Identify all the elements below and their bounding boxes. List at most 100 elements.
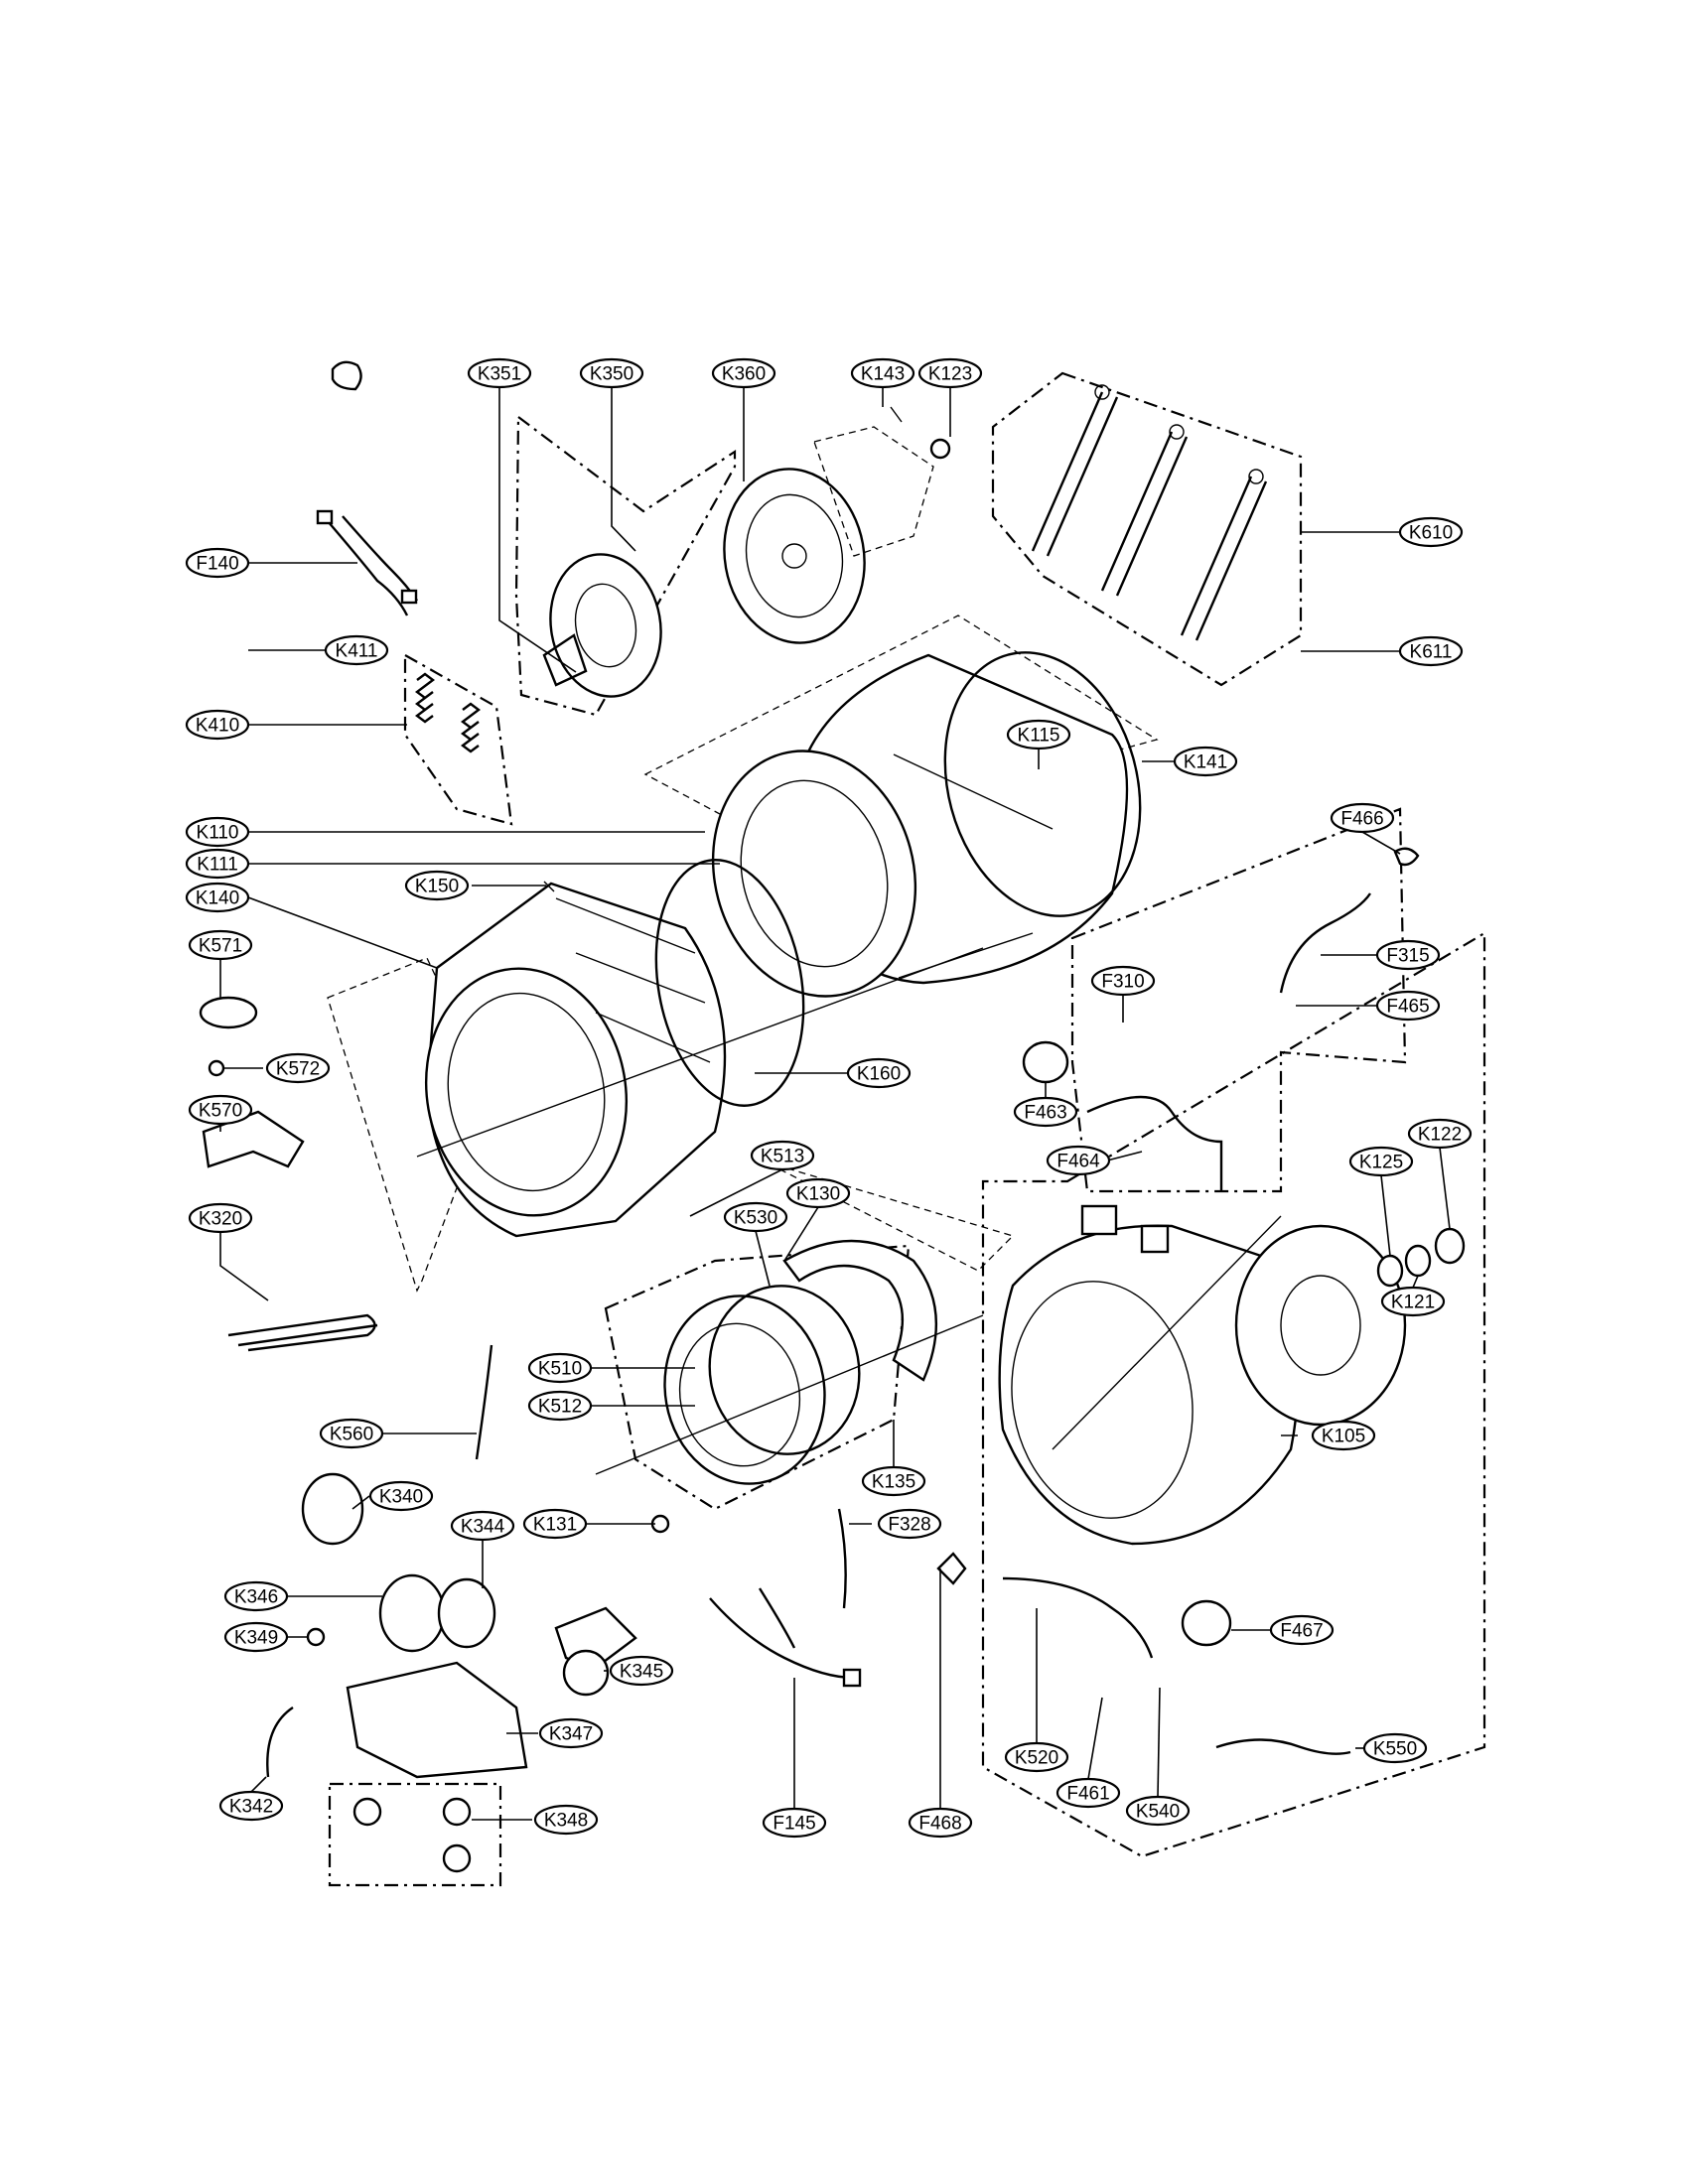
callout-k610: K610 — [1398, 516, 1464, 548]
callout-label: F140 — [196, 554, 238, 575]
callout-k115: K115 — [1006, 719, 1071, 751]
callout-label: K125 — [1359, 1153, 1403, 1173]
callout-k520: K520 — [1004, 1741, 1069, 1773]
callout-label: K130 — [796, 1184, 840, 1205]
callout-label: K121 — [1391, 1293, 1435, 1313]
callout-k351: K351 — [467, 357, 532, 389]
bearings — [1376, 1227, 1466, 1288]
callout-label: K512 — [538, 1397, 582, 1418]
callout-k110: K110 — [185, 816, 250, 848]
callout-k320: K320 — [188, 1202, 253, 1234]
callout-label: K510 — [538, 1359, 582, 1380]
callout-k345: K345 — [609, 1655, 674, 1687]
callout-label: K110 — [197, 823, 239, 844]
callout-label: K560 — [330, 1425, 373, 1445]
part-drawings — [199, 360, 1486, 1887]
tub-front — [424, 882, 727, 1238]
callout-label: K410 — [196, 716, 239, 737]
group-outline-feet — [328, 1782, 502, 1887]
callout-label: K550 — [1373, 1739, 1417, 1760]
bolt-k349 — [306, 1627, 326, 1647]
hose-k520 — [1002, 1576, 1154, 1659]
callout-label: K349 — [234, 1628, 278, 1649]
callout-f145: F145 — [762, 1807, 827, 1839]
callout-label: F463 — [1024, 1103, 1066, 1124]
clip-k572 — [208, 1059, 225, 1077]
callout-k410: K410 — [185, 709, 250, 741]
bolt-k123 — [929, 438, 951, 460]
callout-k513: K513 — [750, 1140, 815, 1171]
callout-label: K572 — [276, 1059, 320, 1080]
leader-lines — [219, 387, 1451, 1821]
callout-label: K610 — [1409, 523, 1453, 544]
callout-label: K611 — [1410, 642, 1453, 663]
group-outline-shock-absorbers — [991, 371, 1303, 687]
callout-k571: K571 — [188, 929, 253, 961]
feet — [352, 1797, 472, 1873]
hose-f310 — [1086, 1095, 1223, 1191]
callout-k160: K160 — [846, 1057, 912, 1089]
callout-label: K141 — [1184, 752, 1227, 773]
callout-f328: F328 — [877, 1508, 942, 1540]
callout-f310: F310 — [1090, 965, 1156, 997]
group-outline-gasket — [604, 1244, 911, 1511]
callout-k560: K560 — [319, 1418, 384, 1449]
callout-k105: K105 — [1311, 1420, 1376, 1451]
callout-k344: K344 — [450, 1510, 515, 1542]
hose-f315 — [1279, 892, 1371, 994]
outer-tub-rear — [998, 1204, 1407, 1546]
callout-label: F145 — [773, 1814, 815, 1835]
elbow-k570 — [202, 1110, 305, 1168]
callout-k510: K510 — [527, 1352, 593, 1384]
callout-k572: K572 — [265, 1052, 331, 1084]
shock-absorbers — [1031, 384, 1268, 641]
callout-k140: K140 — [185, 882, 250, 913]
callout-label: K150 — [415, 877, 459, 897]
clip-k411 — [331, 360, 362, 391]
callout-k530: K530 — [723, 1201, 788, 1233]
callout-label: F461 — [1066, 1784, 1109, 1805]
stator — [549, 553, 662, 698]
callout-f464: F464 — [1046, 1145, 1111, 1176]
callout-k348: K348 — [533, 1804, 599, 1836]
drum-ring — [943, 651, 1142, 917]
callout-k340: K340 — [368, 1480, 434, 1512]
callout-f468: F468 — [908, 1807, 973, 1839]
callout-label: K346 — [234, 1587, 278, 1608]
callout-label: K122 — [1418, 1125, 1462, 1146]
tub-seal-ring — [654, 859, 805, 1107]
callout-label: K345 — [620, 1662, 663, 1683]
callout-label: K571 — [199, 936, 242, 957]
callout-label: K360 — [722, 364, 766, 385]
callout-label: F315 — [1386, 946, 1429, 967]
callout-f461: F461 — [1055, 1777, 1121, 1809]
callout-label: K570 — [199, 1101, 242, 1122]
axis-line-main — [416, 947, 1282, 1475]
clamp-f463 — [1022, 1040, 1069, 1084]
callout-k125: K125 — [1348, 1146, 1414, 1177]
callout-label: K131 — [533, 1515, 577, 1536]
wire-harness-f145 — [709, 1587, 855, 1680]
callout-k150: K150 — [404, 870, 470, 901]
group-outline-rotor — [514, 414, 737, 717]
callout-k135: K135 — [861, 1465, 926, 1497]
callout-k123: K123 — [917, 357, 983, 389]
callout-label: K411 — [336, 641, 378, 662]
callout-k130: K130 — [785, 1177, 851, 1209]
callout-f465: F465 — [1375, 990, 1441, 1022]
group-outline-springs — [403, 653, 513, 826]
callout-label: K347 — [549, 1724, 593, 1745]
callout-label: K342 — [229, 1797, 273, 1818]
callout-label: K350 — [590, 364, 633, 385]
callout-label: K115 — [1018, 726, 1060, 747]
callout-k350: K350 — [579, 357, 644, 389]
wire-k342 — [266, 1706, 294, 1778]
callout-label: F467 — [1280, 1621, 1323, 1642]
callout-label: K320 — [199, 1209, 242, 1230]
callout-f140: F140 — [185, 547, 250, 579]
callout-label: F466 — [1340, 809, 1383, 830]
callout-k121: K121 — [1380, 1286, 1446, 1317]
callout-label: F464 — [1056, 1152, 1100, 1172]
drain-pump — [301, 1472, 637, 1697]
